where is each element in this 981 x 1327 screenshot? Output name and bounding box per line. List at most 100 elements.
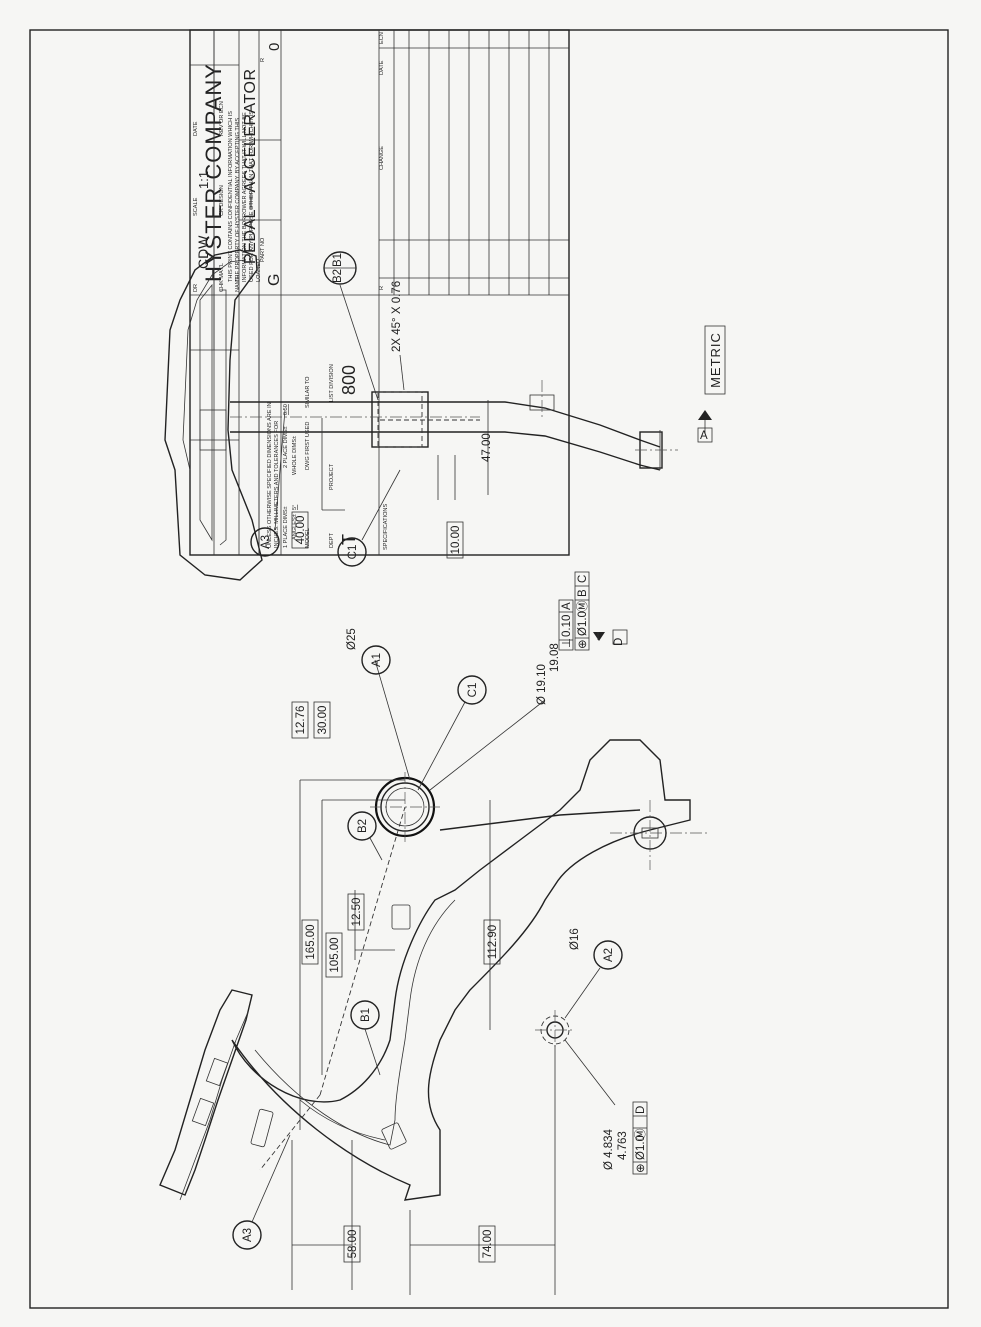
svg-text:A1: A1 — [371, 653, 383, 667]
dim-30-00: 30.00 — [317, 706, 329, 735]
tolerance-2place-value: 0.50 — [283, 404, 289, 415]
side-view: A 40.00 47.00 10.00 2X 45° X 0.76 B1 B2 — [164, 249, 713, 581]
label-list-division: LIST DIVISION — [329, 364, 335, 402]
metric-label: METRIC — [708, 332, 723, 388]
balloon-b2-front: B2 — [347, 811, 383, 861]
balloon-b1-front: B1 — [350, 1000, 381, 1076]
dim-105-00: 105.00 — [329, 937, 341, 972]
balloon-a1: A1 — [361, 645, 391, 675]
value-list-division: 800 — [339, 365, 359, 395]
svg-text:A: A — [561, 602, 573, 610]
dim-74-00: 74.00 — [482, 1230, 494, 1259]
revision-table: R CHANGE DATE ECN — [190, 30, 569, 296]
value-scale: 1:1 — [196, 171, 211, 189]
hole-dia-lower: 4.763 — [617, 1131, 629, 1160]
dim-112-90: 112.90 — [487, 925, 499, 959]
label-ck-design: CK DESIGN — [219, 185, 225, 216]
value-size: G — [266, 274, 283, 286]
label-dr: DR — [193, 284, 199, 292]
pedal-pad-front — [159, 989, 253, 1196]
tolerance-line-1: UNLESS OTHERWISE SPECIFIED DIMENSIONS AR… — [267, 402, 273, 548]
side-dim-47: 47.00 — [481, 433, 493, 462]
balloon-c1-side: C1 — [337, 469, 401, 567]
value-revision: 0 — [266, 43, 283, 51]
rev-header-change: CHANGE — [379, 146, 385, 170]
dim-58-00: 58.00 — [347, 1230, 359, 1259]
dim-165-00: 165.00 — [305, 924, 317, 959]
svg-text:B: B — [577, 589, 589, 597]
svg-text:B1: B1 — [332, 253, 344, 267]
label-rev-or-ecn: REV OR ECN — [219, 101, 225, 136]
tolerance-whole: WHOLE DIMS± — [292, 436, 298, 475]
tolerance-2place: 2 PLACE DIMS± — [283, 426, 289, 468]
label-dwg-first-used: DWG FIRST USED — [305, 422, 311, 470]
svg-text:A3: A3 — [260, 535, 272, 549]
hub-side — [371, 391, 429, 448]
svg-text:D: D — [635, 1106, 647, 1114]
metric-stamp: METRIC — [704, 325, 726, 395]
label-similar-to: SIMILAR TO — [305, 376, 311, 408]
value-part-name: PEDAL—ACCELERATOR — [242, 68, 259, 264]
svg-text:⊕: ⊕ — [577, 639, 589, 649]
tolerance-angles: ANGLES± — [292, 514, 298, 540]
label-project: PROJECT — [329, 463, 335, 490]
dia-16: Ø16 — [569, 928, 581, 950]
balloon-a3-side: A3 — [250, 409, 286, 557]
tolerance-line-2: INCHES. MILLIMETERS AND TOLERANCES FOR — [274, 421, 280, 548]
specifications-label: SPECIFICATIONS — [383, 504, 389, 550]
svg-text:A2: A2 — [603, 948, 615, 962]
svg-text:B2: B2 — [357, 819, 369, 833]
rev-header-ecn: ECN — [379, 32, 385, 44]
side-dim-10: 10.00 — [450, 526, 462, 555]
svg-text:Ⓜ: Ⓜ — [634, 1128, 647, 1140]
tolerance-1place: 1 PLACE DIMS± — [283, 506, 289, 548]
dia-25: Ø25 — [346, 628, 358, 650]
svg-text:C: C — [577, 575, 589, 583]
svg-text:0.10: 0.10 — [561, 615, 573, 637]
rev-header-r: R — [379, 286, 385, 290]
confidentiality-line-3: INFORMATION THE BORROWER AGREES THAT IT … — [242, 112, 248, 282]
balloon-a3-front: A3 — [232, 1134, 291, 1250]
company-name: HYSTER COMPANY — [201, 63, 226, 282]
label-chk-matl: CHK MAT'L — [219, 263, 225, 292]
chamfer-note: 2X 45° X 0.76 — [391, 281, 403, 352]
front-view: 12.76 30.00 165.00 105.00 12.50 112.90 — [159, 571, 710, 1295]
side-dim-40: 40.00 — [295, 516, 307, 545]
bore-fcf-position: ⊕ Ø1.0 Ⓜ B C — [574, 571, 590, 651]
bore-fcf: ⊥ 0.10 A — [558, 599, 574, 651]
label-r: R — [260, 58, 266, 62]
balloon-a2: A2 — [564, 940, 623, 1019]
value-dept: T — [339, 534, 359, 545]
dim-12-76: 12.76 — [295, 706, 307, 735]
bore-dia-lower: 19.08 — [549, 643, 561, 672]
confidentiality-line-4: USED FOR ANY PURPOSE OTHER THAN THAT FOR… — [249, 111, 255, 282]
title-block: R CHANGE DATE ECN SPECIFICATIONS HYSTER … — [189, 29, 570, 556]
svg-text:⊕: ⊕ — [635, 1163, 647, 1173]
label-dept: DEPT — [329, 532, 335, 548]
tolerance-angles-value: 5° — [292, 505, 298, 510]
bore-dia-upper: Ø 19.10 — [536, 664, 548, 705]
svg-text:Ø1.0: Ø1.0 — [635, 1135, 647, 1160]
svg-text:B2: B2 — [332, 269, 344, 283]
svg-text:A3: A3 — [242, 1228, 254, 1242]
balloon-b1-b2: B1 B2 — [323, 251, 379, 401]
balloon-c1-front: C1 — [417, 675, 487, 791]
confidentiality-line-1: THIS PRINT CONTAINS CONFIDENTIAL INFORMA… — [228, 111, 234, 282]
dim-12-50: 12.50 — [351, 898, 363, 927]
svg-text:C1: C1 — [347, 545, 359, 560]
svg-text:Ⓜ: Ⓜ — [576, 600, 589, 612]
hole-dia-upper: Ø 4.834 — [603, 1128, 615, 1170]
label-scale: SCALE — [193, 197, 199, 216]
label-part-no: PART NO — [260, 237, 266, 262]
confidentiality-line-2: THE PROPERTY OF HYSTER COMPANY. BY ACCEP… — [235, 118, 241, 282]
rev-header-date: DATE — [379, 60, 385, 75]
svg-text:B1: B1 — [360, 1008, 372, 1022]
label-date: DATE — [193, 121, 199, 136]
datum-a-label: A — [700, 430, 708, 442]
svg-text:⊥: ⊥ — [561, 638, 573, 648]
svg-text:C1: C1 — [467, 683, 479, 698]
pedal-arm-front — [231, 739, 691, 1201]
hole-fcf: ⊕ Ø1.0 Ⓜ D — [632, 1101, 648, 1175]
pedal-pad-side — [164, 249, 263, 581]
